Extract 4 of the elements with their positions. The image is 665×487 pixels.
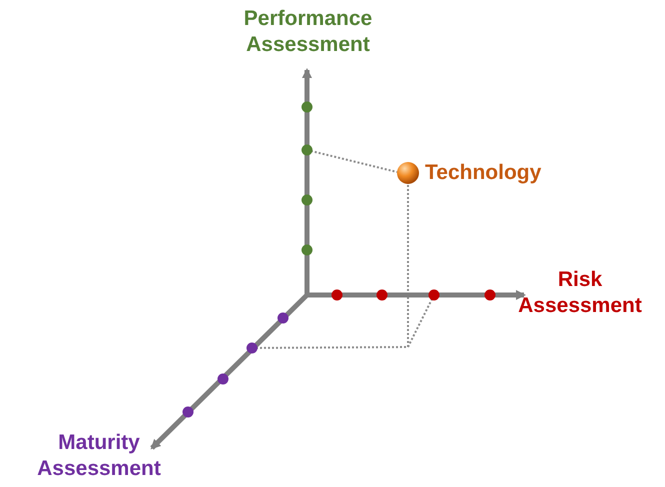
axis-label: Maturity Assessment — [36, 430, 162, 482]
axis-label: Performance Assessment — [242, 6, 374, 58]
axis-label: Risk Assessment — [517, 267, 643, 319]
axis-label: Technology — [425, 160, 542, 186]
